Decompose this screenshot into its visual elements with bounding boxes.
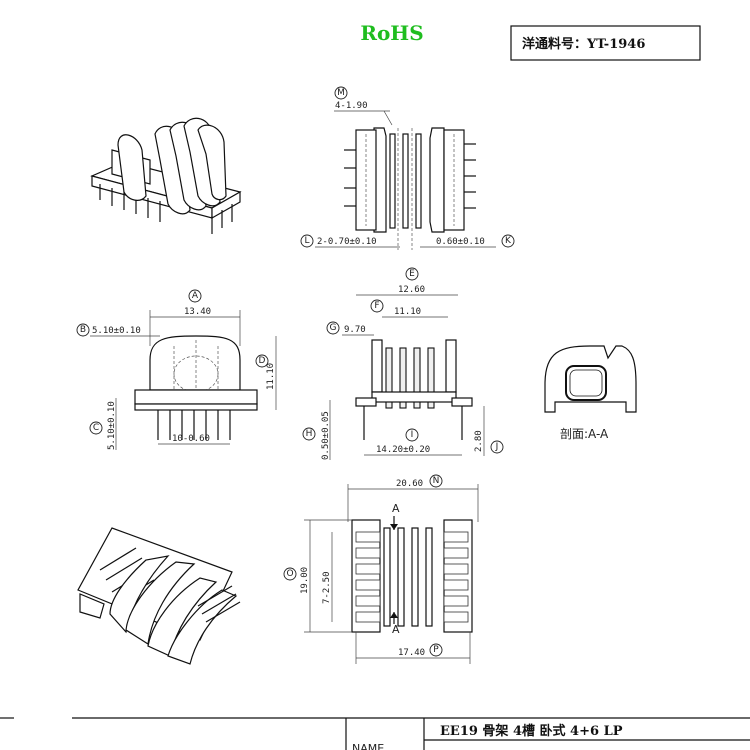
side-view: E 12.60 F 11.10 G 9.70 H 0.50±0.05	[302, 267, 504, 460]
svg-text:N: N	[433, 476, 440, 486]
svg-text:I: I	[411, 430, 414, 440]
svg-text:H: H	[306, 429, 313, 439]
front-view: A 13.40 B 5.10±0.10 C 5.10	[76, 289, 277, 450]
svg-text:F: F	[374, 301, 379, 311]
dim-k-value: 0.60±0.10	[436, 237, 485, 247]
dim-i-value: 14.20±0.20	[376, 445, 430, 455]
dim-e-value: 12.60	[398, 285, 425, 295]
dim-f-value: 11.10	[394, 307, 421, 317]
dim-g-value: 9.70	[344, 325, 366, 335]
section-caption: 剖面:A-A	[560, 427, 609, 441]
title-block: EE19 骨架 4槽 卧式 4+6 LP NAME	[0, 717, 750, 750]
section-view: 剖面:A-A	[544, 345, 637, 441]
svg-text:B: B	[80, 325, 86, 335]
dim-p-value: 17.40	[398, 648, 425, 658]
dim-b-value: 5.10±0.10	[92, 326, 141, 336]
isometric-view-bottom	[77, 527, 241, 665]
part-number-box	[510, 25, 701, 61]
dim-m-value: 4-1.90	[335, 101, 368, 111]
rohs-mark: RoHS	[360, 21, 423, 45]
dim-pin-pitch: 10-0.60	[172, 434, 210, 444]
part-number-label: 洋通料号：YT-1946	[522, 36, 645, 52]
isometric-view-top	[90, 117, 242, 234]
svg-text:L: L	[304, 236, 309, 246]
dim-o-value: 19.00	[300, 567, 310, 594]
dim-inner-pitch: 7-2.50	[322, 571, 332, 604]
dim-d-value: 11.10	[266, 363, 276, 390]
dim-a-value: 13.40	[184, 307, 211, 317]
svg-text:D: D	[259, 356, 266, 366]
svg-text:C: C	[93, 423, 99, 433]
svg-text:A: A	[392, 623, 400, 636]
dim-j-value: 2.80	[474, 430, 484, 452]
svg-text:O: O	[286, 569, 293, 579]
dim-l-value: 2-0.70±0.10	[317, 237, 377, 247]
svg-text:J: J	[495, 442, 499, 452]
dim-h-value: 0.50±0.05	[321, 411, 331, 460]
svg-text:P: P	[433, 645, 439, 655]
dim-c-value: 5.10±0.10	[107, 401, 117, 450]
name-label: NAME	[352, 742, 384, 750]
svg-text:E: E	[409, 269, 415, 279]
svg-text:G: G	[330, 323, 337, 333]
top-view: M 4-1.90	[300, 86, 515, 250]
svg-text:K: K	[505, 236, 512, 246]
svg-text:M: M	[337, 88, 345, 98]
svg-text:A: A	[192, 291, 199, 301]
part-description: EE19 骨架 4槽 卧式 4+6 LP	[440, 723, 623, 739]
dim-n-value: 20.60	[396, 479, 423, 489]
svg-text:A: A	[392, 502, 400, 515]
bottom-view: 20.60 N A A	[283, 474, 479, 664]
